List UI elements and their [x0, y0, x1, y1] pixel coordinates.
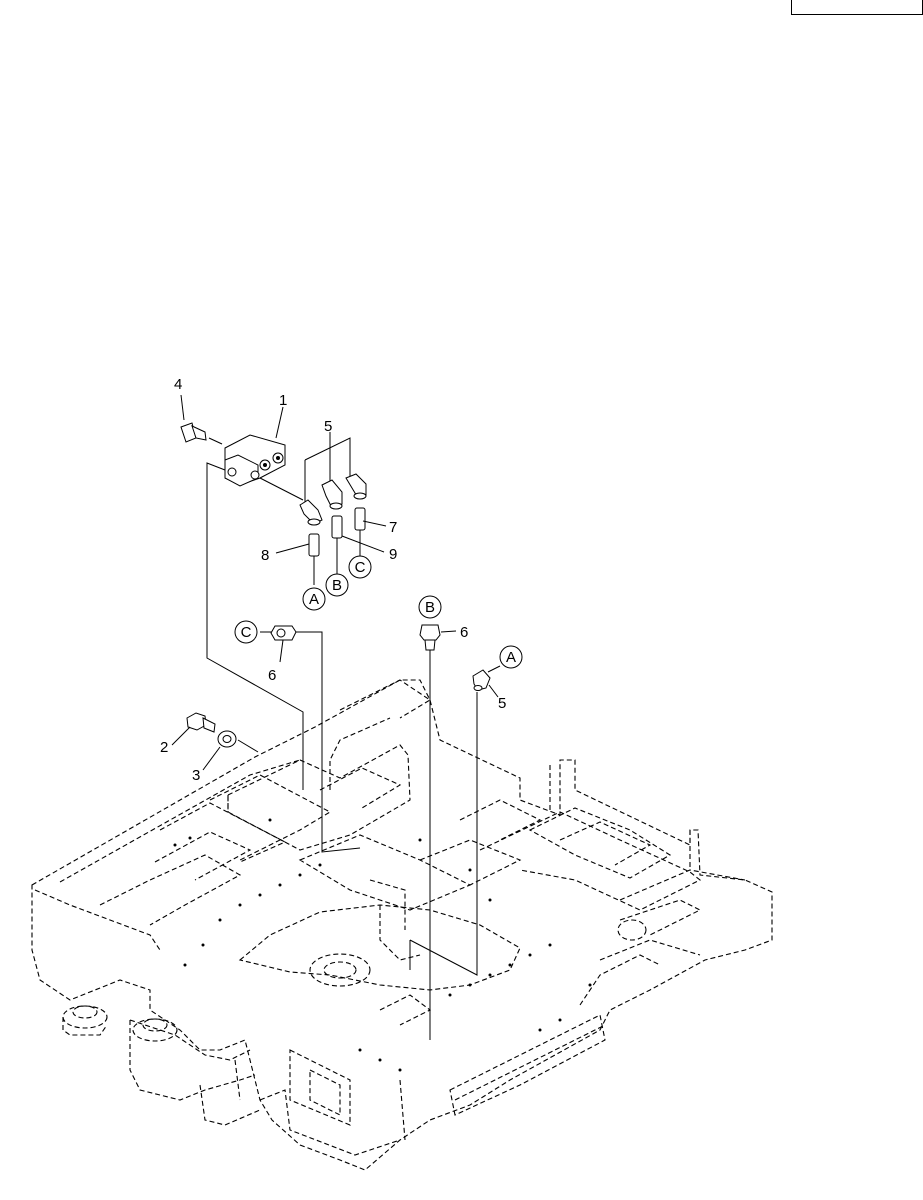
- callout-2: 2: [160, 739, 168, 756]
- adapter-part-6-left: [260, 625, 297, 641]
- bolt-part-2: [186, 712, 216, 733]
- connector-a-right: A: [506, 649, 516, 666]
- callout-3: 3: [192, 767, 200, 784]
- callout-9: 9: [389, 546, 397, 563]
- connector-b-top: B: [332, 577, 342, 594]
- manifold-block-part-1: [224, 434, 304, 501]
- elbow-part-5-right: [472, 665, 501, 691]
- callout-5-top: 5: [324, 418, 332, 435]
- washer-part-3: [217, 730, 237, 748]
- pipe-routing-lines: [206, 437, 478, 1040]
- callout-8: 8: [261, 547, 269, 564]
- connector-b-right: B: [425, 599, 435, 616]
- callout-numbers: 4 1 5 7 8 9 6 6 5 2 3: [160, 376, 506, 784]
- frame-bolt-holes: [173, 818, 592, 1072]
- connector-a-top: A: [309, 591, 319, 608]
- callout-leaders: [171, 394, 499, 771]
- callout-6-right: 6: [460, 624, 468, 641]
- plug-part-4: [180, 422, 223, 445]
- connector-c-top: C: [355, 559, 366, 576]
- adapter-part-6-right: [419, 624, 441, 651]
- connector-labels: A B C C B A: [234, 555, 523, 669]
- callout-5-right: 5: [498, 695, 506, 712]
- upper-frame-outline: [31, 679, 773, 1171]
- callout-7: 7: [389, 519, 397, 536]
- callout-1: 1: [279, 392, 287, 409]
- connector-c-left: C: [241, 624, 252, 641]
- callout-4: 4: [174, 376, 182, 393]
- elbow-fittings-top: [299, 473, 367, 526]
- callout-6-left: 6: [268, 667, 276, 684]
